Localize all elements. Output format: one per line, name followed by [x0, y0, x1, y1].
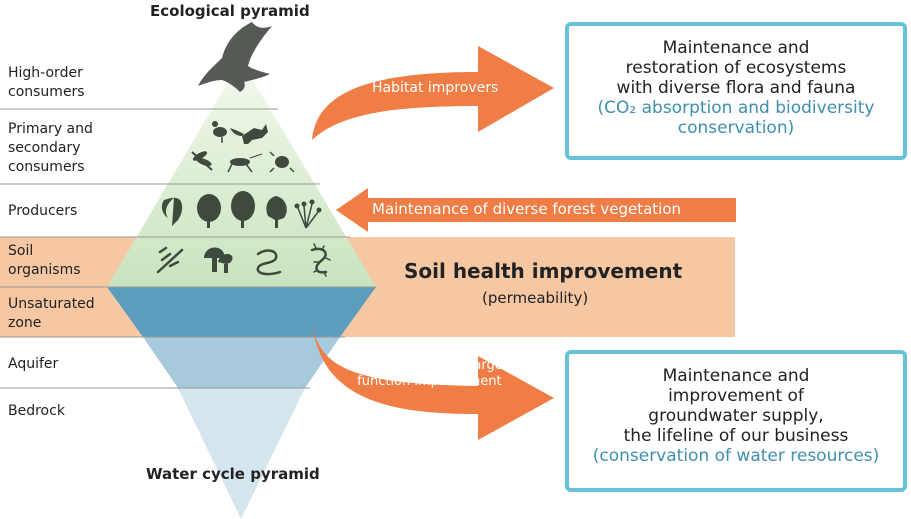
ecosystems-box-subline: conservation): [677, 118, 795, 138]
dragonfly-icon: [191, 151, 213, 171]
ecosystems-box-line: Maintenance and: [662, 38, 810, 58]
bedrock-layer: [178, 388, 305, 519]
ecosystems-box-subline: (CO₂ absorption and biodiversity: [597, 98, 875, 118]
layer-label-line: Soil: [8, 243, 34, 259]
layer-label-soil-organisms: Soil organisms: [8, 242, 81, 280]
tree-icon: [266, 196, 287, 228]
layer-label-line: Aquifer: [8, 356, 59, 372]
soil-organism-icons: [156, 243, 331, 277]
layer-label-unsaturated-zone: Unsaturated zone: [8, 295, 95, 333]
flower-icon: [294, 199, 322, 229]
producer-icons: [161, 191, 322, 229]
layer-dividers: [0, 108, 376, 389]
groundwater-recharge-label-line: function improvement: [357, 374, 502, 389]
layer-label-line: Producers: [8, 203, 78, 219]
aquifer-layer: [143, 337, 340, 388]
layer-label-producers: Producers: [8, 202, 77, 221]
ecosystems-box: Maintenance and restoration of ecosystem…: [565, 22, 907, 160]
mushroom-icon: [204, 247, 233, 273]
tree-icon: [197, 194, 221, 228]
layer-label-aquifer: Aquifer: [8, 355, 58, 374]
groundwater-recharge-label: Groundwater recharge function improvemen…: [356, 358, 503, 390]
groundwater-recharge-label-line: Groundwater recharge: [356, 358, 503, 373]
layer-label-line: consumers: [8, 159, 85, 175]
layer-label-line: Bedrock: [8, 403, 65, 419]
soil-health-title: Soil health improvement: [404, 259, 683, 283]
groundwater-box-line: Maintenance and: [662, 366, 810, 386]
tree-icon: [231, 191, 255, 228]
consumer-icons: [191, 121, 295, 173]
layer-label-line: consumers: [8, 84, 85, 100]
layer-label-high-order-consumers: High-order consumers: [8, 64, 85, 102]
forest-vegetation-arrow: [336, 188, 736, 232]
forest-vegetation-label: Maintenance of diverse forest vegetation: [372, 200, 682, 218]
centipede-icon: [310, 243, 331, 277]
layer-label-line: Unsaturated: [8, 296, 95, 312]
layer-label-bedrock: Bedrock: [8, 402, 65, 421]
grasshopper-icon: [227, 153, 263, 173]
water-cycle-pyramid-title: Water cycle pyramid: [146, 465, 320, 483]
fern-icon: [161, 197, 183, 226]
groundwater-box-line: groundwater supply,: [648, 406, 824, 426]
habitat-improvers-arrow: [312, 46, 554, 140]
beetle-icon: [269, 151, 295, 173]
ecosystems-box-line: restoration of ecosystems: [625, 58, 847, 78]
layer-label-primary-secondary-consumers: Primary and secondary consumers: [8, 120, 93, 177]
roots-icon: [156, 246, 184, 274]
layer-label-line: High-order: [8, 65, 83, 81]
unsaturated-zone-layer: [107, 287, 376, 337]
groundwater-box-line: the lifeline of our business: [623, 426, 849, 446]
ecological-pyramid: [107, 60, 376, 287]
bird-icon: [212, 121, 227, 143]
soil-health-subtitle: (permeability): [482, 289, 589, 307]
groundwater-box: Maintenance and improvement of groundwat…: [565, 350, 907, 492]
worm-icon: [256, 249, 282, 276]
eagle-icon: [198, 22, 272, 92]
layer-label-line: organisms: [8, 262, 81, 278]
layer-label-line: Primary and: [8, 121, 93, 137]
groundwater-box-subline: (conservation of water resources): [592, 446, 880, 466]
layer-label-line: zone: [8, 315, 42, 331]
fox-icon: [230, 124, 268, 144]
ecosystems-box-line: with diverse flora and fauna: [616, 78, 856, 98]
layer-label-line: secondary: [8, 140, 81, 156]
habitat-improvers-label: Habitat improvers: [372, 80, 499, 96]
groundwater-box-line: improvement of: [668, 386, 804, 406]
groundwater-recharge-arrow: [312, 324, 554, 440]
ecological-pyramid-title: Ecological pyramid: [150, 2, 310, 20]
